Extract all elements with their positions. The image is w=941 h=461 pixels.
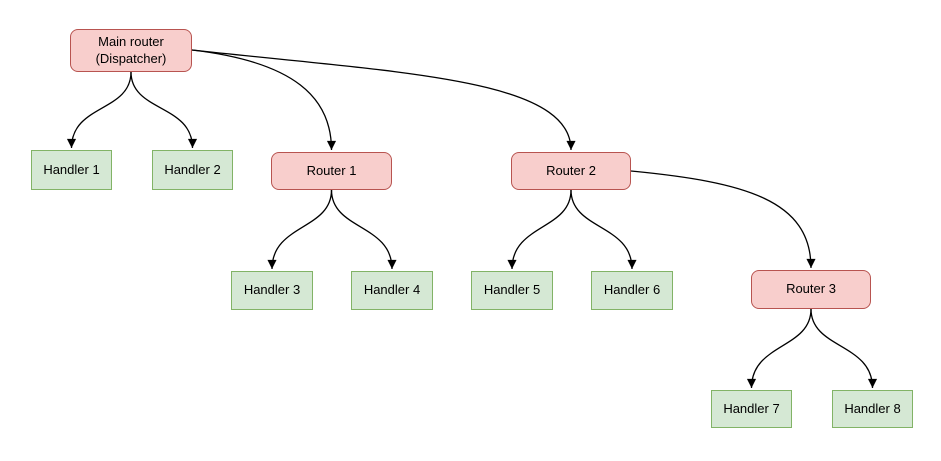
node-handler-7: Handler 7 bbox=[711, 390, 792, 428]
node-handler-3: Handler 3 bbox=[231, 271, 313, 310]
node-router-1: Router 1 bbox=[271, 152, 392, 190]
edge-router-3-to-handler-8 bbox=[810, 308, 878, 389]
node-handler-6: Handler 6 bbox=[591, 271, 673, 310]
edge-router-2-to-router-3 bbox=[630, 170, 816, 269]
edge-main-router-to-handler-1 bbox=[66, 71, 132, 149]
edge-router-3-to-handler-7 bbox=[746, 308, 812, 389]
node-router-2: Router 2 bbox=[511, 152, 631, 190]
edge-router-2-to-handler-6 bbox=[570, 189, 637, 270]
node-main-router: Main router (Dispatcher) bbox=[70, 29, 192, 72]
node-handler-2: Handler 2 bbox=[152, 150, 233, 190]
edge-main-router-to-router-1 bbox=[191, 49, 337, 151]
node-router-3: Router 3 bbox=[751, 270, 871, 309]
node-handler-5: Handler 5 bbox=[471, 271, 553, 310]
edge-router-2-to-handler-5 bbox=[507, 189, 572, 270]
edge-router-1-to-handler-4 bbox=[330, 189, 397, 270]
edge-main-router-to-router-2 bbox=[191, 49, 576, 151]
node-handler-8: Handler 8 bbox=[832, 390, 913, 428]
node-handler-1: Handler 1 bbox=[31, 150, 112, 190]
edge-main-router-to-handler-2 bbox=[130, 71, 198, 149]
edge-router-1-to-handler-3 bbox=[267, 189, 333, 270]
node-handler-4: Handler 4 bbox=[351, 271, 433, 310]
